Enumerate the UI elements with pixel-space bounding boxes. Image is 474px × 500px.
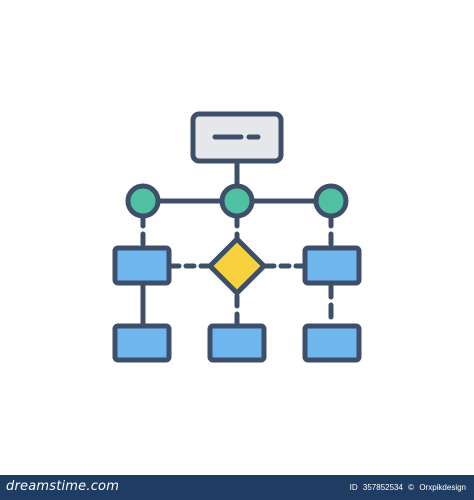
id-value: 357852534: [362, 483, 403, 492]
copyright-symbol: ©: [408, 483, 415, 492]
decision-diamond: [207, 236, 267, 296]
process-box-middle-left: [112, 245, 172, 286]
footer-logo[interactable]: dreamstime.com: [6, 479, 120, 494]
footer-credits: ID 357852534 © Orxpikdesign: [347, 483, 466, 492]
author-name[interactable]: Orxpikdesign: [419, 483, 466, 492]
process-box-middle-right: [302, 245, 362, 286]
process-box-bottom-right: [302, 323, 362, 363]
node-left: [125, 183, 161, 219]
flowchart-icon: [112, 111, 362, 363]
node-center: [219, 183, 255, 219]
process-box-bottom-left: [112, 323, 172, 363]
watermark-footer: dreamstime.com ID 357852534 © Orxpikdesi…: [0, 475, 474, 500]
process-box-bottom-center: [207, 323, 267, 363]
id-label: ID: [349, 483, 358, 492]
node-right: [313, 183, 349, 219]
